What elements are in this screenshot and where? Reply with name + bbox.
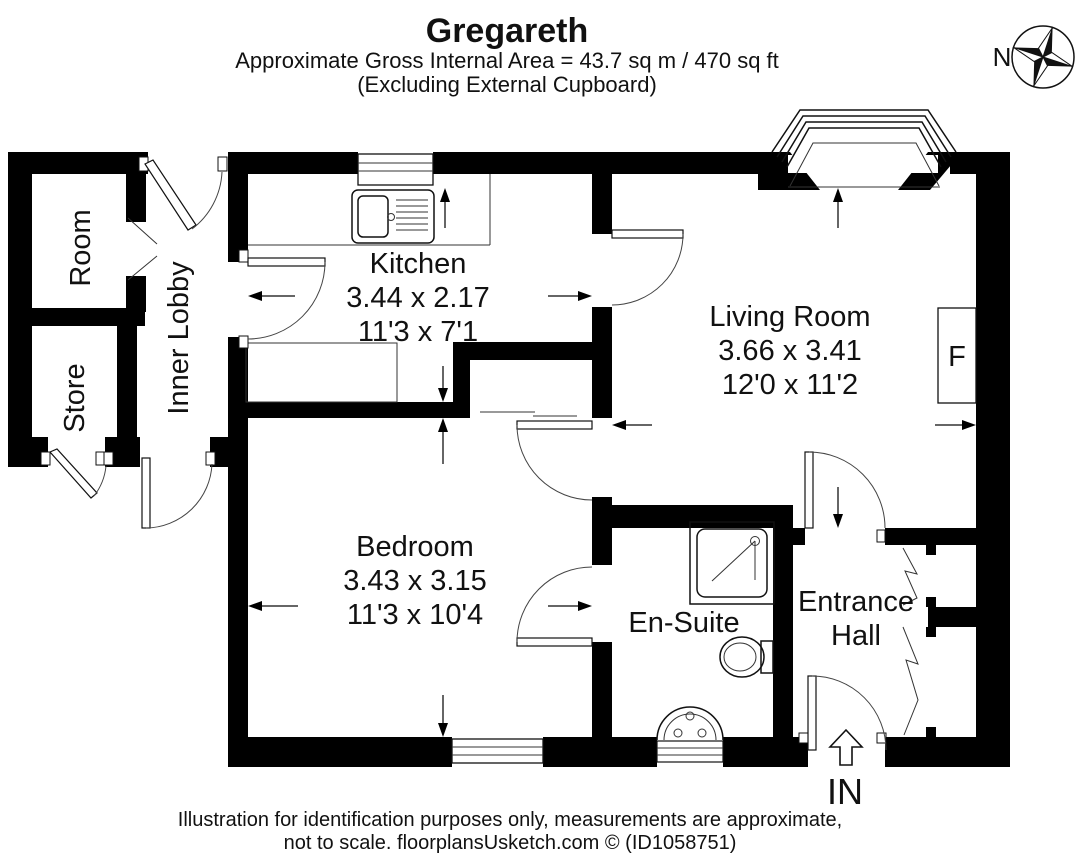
en-suite-label: En-Suite xyxy=(628,607,739,639)
kitchen-dim-ft: 11'3 x 7'1 xyxy=(358,316,478,348)
compass-icon: N xyxy=(993,25,1075,89)
kitchen-window xyxy=(357,153,434,186)
footer-disclaimer-2: not to scale. floorplansUsketch.com © (I… xyxy=(284,832,737,854)
subtitle-note: (Excluding External Cupboard) xyxy=(357,72,657,97)
doors xyxy=(40,156,919,751)
room-label: Room xyxy=(65,209,97,286)
dimension-arrows xyxy=(248,188,976,737)
shower xyxy=(689,521,775,605)
page-title: Gregareth xyxy=(426,12,589,50)
bedroom-label: Bedroom xyxy=(356,531,474,563)
bay-window xyxy=(771,109,957,188)
kitchen-dim-m: 3.44 x 2.17 xyxy=(346,282,490,314)
fridge-box: F xyxy=(937,307,977,404)
bedroom-dim-m: 3.43 x 3.15 xyxy=(343,565,487,597)
toilet xyxy=(719,636,774,678)
subtitle-area: Approximate Gross Internal Area = 43.7 s… xyxy=(235,48,779,73)
inner-lobby-label: Inner Lobby xyxy=(163,261,195,415)
store-label: Store xyxy=(59,363,91,432)
entrance-arrow-icon xyxy=(828,728,864,766)
living-room-label: Living Room xyxy=(709,301,870,333)
living-room-dim-m: 3.66 x 3.41 xyxy=(718,335,862,367)
entrance-in-label: IN xyxy=(827,771,863,812)
kitchen-sink xyxy=(351,189,435,244)
kitchen-label: Kitchen xyxy=(370,248,467,280)
living-room-dim-ft: 12'0 x 11'2 xyxy=(722,369,858,401)
room-labels: Kitchen 3.44 x 2.17 11'3 x 7'1 Living Ro… xyxy=(59,209,914,652)
footer-disclaimer-1: Illustration for identification purposes… xyxy=(178,809,842,831)
walls xyxy=(8,152,1010,767)
compass-north-label: N xyxy=(993,42,1012,72)
bedroom-dim-ft: 11'3 x 10'4 xyxy=(347,599,483,631)
entrance-hall-label-1: Entrance xyxy=(798,586,914,618)
wash-basin xyxy=(656,706,724,763)
entrance-hall-label-2: Hall xyxy=(831,620,881,652)
bedroom-window xyxy=(451,738,544,764)
fridge-label: F xyxy=(948,341,966,373)
kitchen-counter xyxy=(245,174,577,417)
